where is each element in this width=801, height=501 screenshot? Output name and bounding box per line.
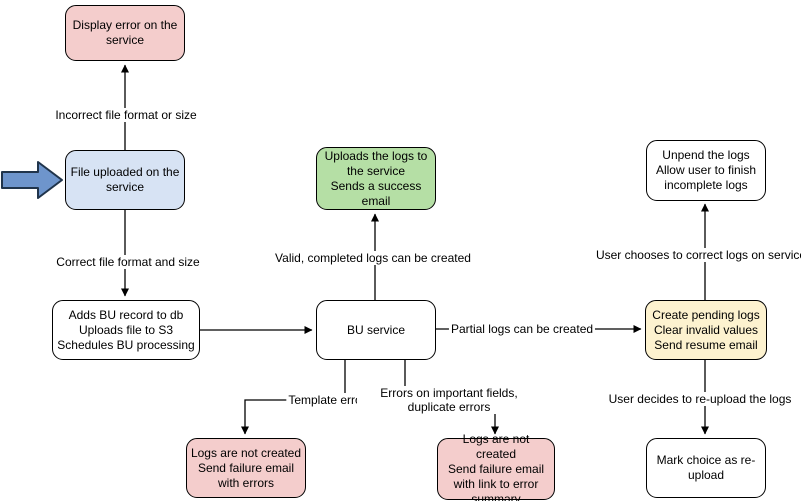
node-logs-not-created-errors: Logs are not created Send failure email …: [186, 438, 306, 498]
edge-label-template-errors: Template errors: [286, 393, 374, 407]
edge-label-user-corrects: User chooses to correct logs on service: [593, 248, 801, 262]
edge-label-valid-logs: Valid, completed logs can be created: [273, 251, 473, 265]
node-adds-bu-record: Adds BU record to db Uploads file to S3 …: [52, 300, 200, 360]
edge-label-partial-logs: Partial logs can be created: [448, 322, 596, 336]
edge-label-incorrect-format: Incorrect file format or size: [53, 108, 199, 122]
node-unpend-logs: Unpend the logs Allow user to finish inc…: [646, 140, 766, 201]
node-display-error: Display error on the service: [65, 5, 185, 61]
edge-label-correct-format: Correct file format and size: [54, 255, 202, 269]
node-uploads-logs: Uploads the logs to the service Sends a …: [316, 147, 436, 210]
flow-entry-arrow: [1, 161, 63, 199]
node-mark-choice-reupload: Mark choice as re- upload: [646, 438, 766, 498]
edge-label-user-reuploads: User decides to re-upload the logs: [606, 392, 794, 406]
node-file-uploaded: File uploaded on the service: [65, 150, 185, 210]
node-bu-service: BU service: [316, 300, 436, 360]
node-logs-not-created-summary: Logs are not created Send failure email …: [437, 432, 555, 501]
edge-label-important-field-errors: Errors on important fields, duplicate er…: [357, 386, 541, 414]
node-create-pending-logs: Create pending logs Clear invalid values…: [645, 300, 767, 360]
